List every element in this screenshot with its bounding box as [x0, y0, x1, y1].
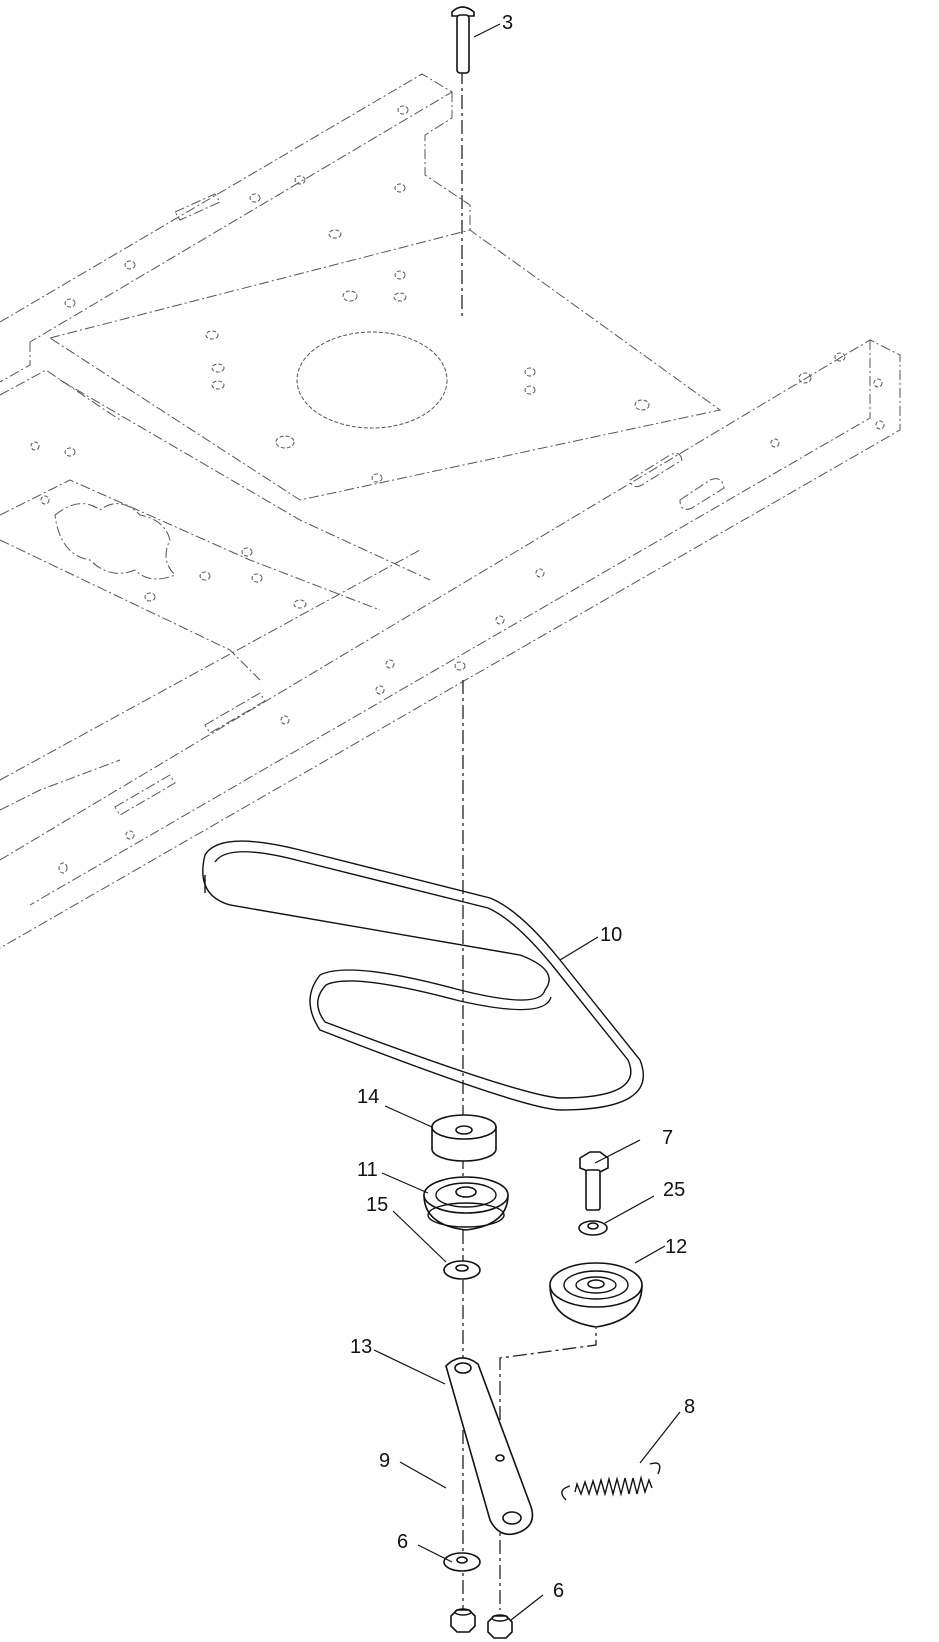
callout-6-left: 6 — [397, 1531, 408, 1553]
callout-25: 25 — [663, 1179, 685, 1201]
callout-12: 12 — [665, 1236, 687, 1258]
spring-part-8 — [561, 1462, 661, 1501]
callout-7: 7 — [662, 1127, 673, 1149]
callout-13: 13 — [350, 1336, 372, 1358]
washer-part-25 — [578, 1220, 608, 1236]
bolt-part-7 — [579, 1151, 609, 1211]
spacer-part-14 — [431, 1114, 497, 1162]
pin-part-3 — [451, 6, 475, 74]
callout-8: 8 — [684, 1396, 695, 1418]
pulley-part-11 — [423, 1176, 509, 1231]
leader-lines — [373, 23, 681, 1621]
chassis-frame-phantom — [0, 73, 901, 949]
callout-labels: 3 10 14 7 11 25 15 12 13 8 9 6 6 — [350, 12, 695, 1602]
idler-pulley-part-12 — [549, 1262, 643, 1328]
idler-arm-part-13 — [445, 1357, 534, 1536]
callout-15: 15 — [366, 1194, 388, 1216]
washer-part-9 — [443, 1552, 481, 1572]
callout-3: 3 — [502, 12, 513, 34]
callout-6-right: 6 — [553, 1580, 564, 1602]
callout-11: 11 — [357, 1159, 378, 1181]
nut-part-6-right — [487, 1614, 513, 1639]
v-belt-part-10 — [202, 840, 645, 1111]
callout-9: 9 — [379, 1450, 390, 1472]
washer-part-15 — [443, 1260, 481, 1280]
nut-part-6-left — [450, 1608, 476, 1633]
callout-14: 14 — [357, 1086, 379, 1108]
callout-10: 10 — [600, 924, 622, 946]
